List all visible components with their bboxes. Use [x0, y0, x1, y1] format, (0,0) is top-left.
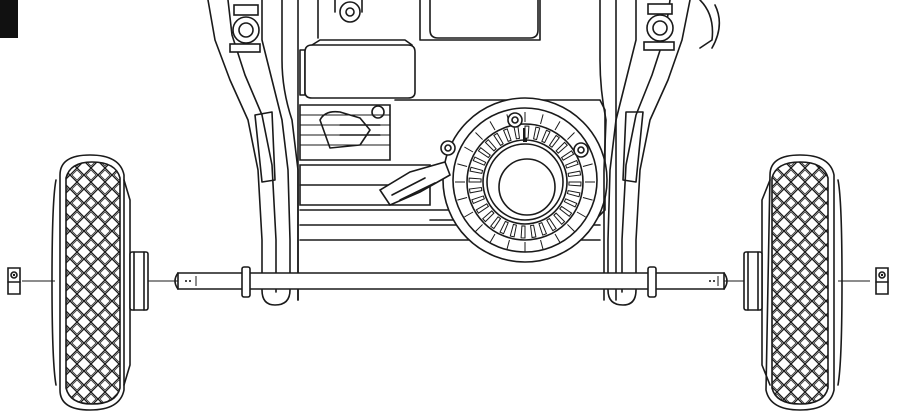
starter-fin	[548, 134, 561, 148]
starter-fin	[475, 203, 490, 214]
starter-slot	[582, 197, 593, 201]
starter-fin	[555, 141, 568, 154]
starter-fin	[484, 139, 497, 152]
starter-fin	[553, 212, 566, 225]
starter-fin	[477, 146, 491, 159]
axle-icon	[174, 272, 728, 290]
starter-fin	[472, 156, 487, 166]
starter-fin	[532, 126, 541, 141]
starter-slot	[475, 224, 483, 232]
starter-fin	[493, 132, 504, 147]
starter-fin	[468, 177, 482, 183]
clip-icon-right	[875, 267, 889, 295]
starter-fin	[524, 125, 530, 139]
starter-fin	[565, 159, 579, 169]
starter-slot	[489, 121, 496, 131]
starter-slot	[554, 121, 561, 131]
starter-fin	[546, 217, 557, 232]
starter-slot	[489, 233, 496, 243]
starter-fin	[482, 210, 495, 223]
starter-fin	[520, 225, 526, 239]
starter-fin	[471, 195, 485, 205]
starter-fin	[568, 181, 582, 187]
starter-slot	[464, 211, 474, 218]
starter-fin	[509, 223, 518, 238]
clip-icon-left	[7, 267, 21, 295]
starter-fin	[469, 166, 484, 175]
wheel-icon-left	[51, 154, 149, 411]
starter-fin	[529, 224, 537, 239]
starter-slot	[475, 132, 483, 140]
starter-slot	[457, 197, 468, 201]
starter-fin	[567, 170, 582, 178]
starter-slot	[464, 146, 474, 153]
wheel-icon-right	[743, 154, 843, 411]
starter-fin	[559, 205, 573, 218]
frame-icon	[207, 0, 721, 306]
starter-slot	[506, 239, 510, 250]
starter-fin	[560, 150, 575, 161]
corner-marker	[0, 0, 18, 38]
starter-slot	[582, 163, 593, 167]
washer-icon-left	[241, 266, 251, 298]
frame-bolt-left	[229, 4, 261, 53]
starter-fin	[502, 128, 512, 142]
starter-fin	[566, 189, 581, 198]
starter-slot	[576, 211, 586, 218]
starter-fin	[499, 220, 509, 235]
starter-slot	[554, 233, 561, 243]
starter-slot	[540, 114, 544, 125]
starter-fin	[563, 198, 578, 208]
starter-slot	[567, 224, 575, 232]
starter-fin	[489, 216, 502, 230]
frame-bolt-right	[643, 3, 675, 51]
starter-fin	[468, 186, 483, 194]
starter-fin	[538, 222, 548, 236]
starter-slot	[567, 132, 575, 140]
starter-slot	[457, 163, 468, 167]
washer-icon-right	[647, 266, 657, 298]
recoil-starter-icon	[378, 97, 608, 263]
starter-slot	[540, 239, 544, 250]
starter-fin	[541, 129, 551, 144]
